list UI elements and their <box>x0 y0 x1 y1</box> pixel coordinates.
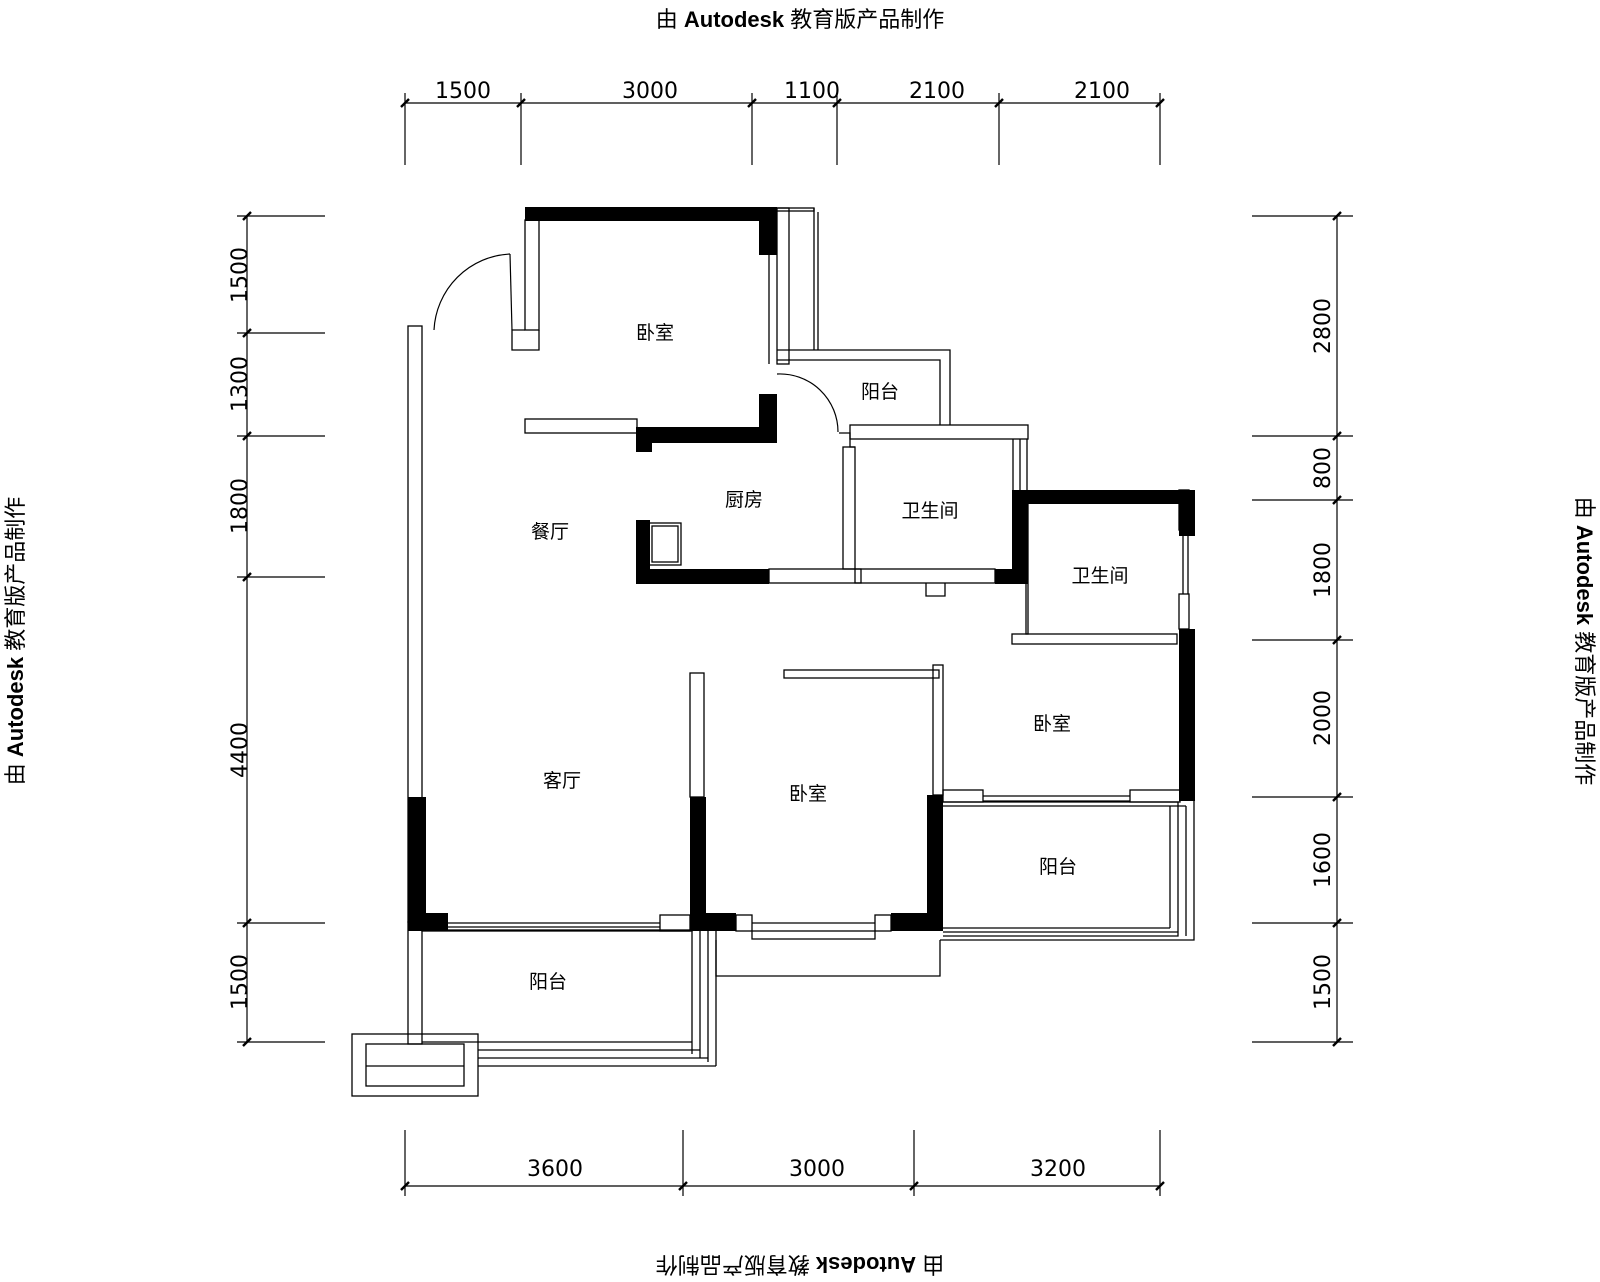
dim-top-3: 1100 <box>784 79 840 104</box>
dim-top-2: 3000 <box>622 79 678 104</box>
room-label-balcony-bottom: 阳台 <box>529 971 567 993</box>
dim-left-2: 1300 <box>228 356 253 412</box>
dim-right-2: 800 <box>1311 447 1336 489</box>
dim-left-4: 4400 <box>228 722 253 778</box>
dimension-labels-right: 2800 800 1800 2000 1600 1500 <box>1311 298 1336 1010</box>
room-label-balcony-top: 阳台 <box>861 381 899 403</box>
dim-bottom-2: 3000 <box>789 1157 845 1182</box>
room-label-balcony-right: 阳台 <box>1039 856 1077 878</box>
dim-top-1: 1500 <box>435 79 491 104</box>
dim-right-1: 2800 <box>1311 298 1336 354</box>
dim-top-5: 2100 <box>1074 79 1130 104</box>
room-labels: 卧室 阳台 厨房 餐厅 卫生间 卫生间 客厅 卧室 卧室 阳台 阳台 <box>529 322 1129 993</box>
dim-top-4: 2100 <box>909 79 965 104</box>
dim-bottom-3: 3200 <box>1030 1157 1086 1182</box>
room-label-dining: 餐厅 <box>531 521 569 543</box>
room-label-bathroom-2: 卫生间 <box>1071 565 1128 587</box>
thick-walls <box>408 207 1195 931</box>
dim-bottom-1: 3600 <box>527 1157 583 1182</box>
dim-right-5: 1600 <box>1311 832 1336 888</box>
dimension-labels-top: 1500 3000 1100 2100 2100 <box>435 79 1130 104</box>
dim-right-6: 1500 <box>1311 954 1336 1010</box>
room-label-living: 客厅 <box>543 770 581 792</box>
dimension-labels-bottom: 3600 3000 3200 <box>527 1157 1086 1182</box>
dim-right-3: 1800 <box>1311 542 1336 598</box>
dim-left-5: 1500 <box>228 954 253 1010</box>
room-label-bedroom-center: 卧室 <box>789 783 827 805</box>
watermark-top: 由 Autodesk 教育版产品制作 <box>655 7 945 32</box>
doors <box>433 253 839 433</box>
dim-right-4: 2000 <box>1311 690 1336 746</box>
room-label-bathroom-1: 卫生间 <box>901 500 958 522</box>
dim-left-1: 1500 <box>228 247 253 303</box>
dim-left-3: 1800 <box>228 478 253 534</box>
thin-walls <box>351 207 1195 1097</box>
dimension-labels-left: 1500 1300 1800 4400 1500 <box>228 247 253 1010</box>
room-label-bedroom-top: 卧室 <box>636 322 674 344</box>
dimension-lines <box>237 93 1353 1196</box>
room-label-bedroom-right: 卧室 <box>1033 713 1071 735</box>
room-label-kitchen: 厨房 <box>725 489 763 511</box>
